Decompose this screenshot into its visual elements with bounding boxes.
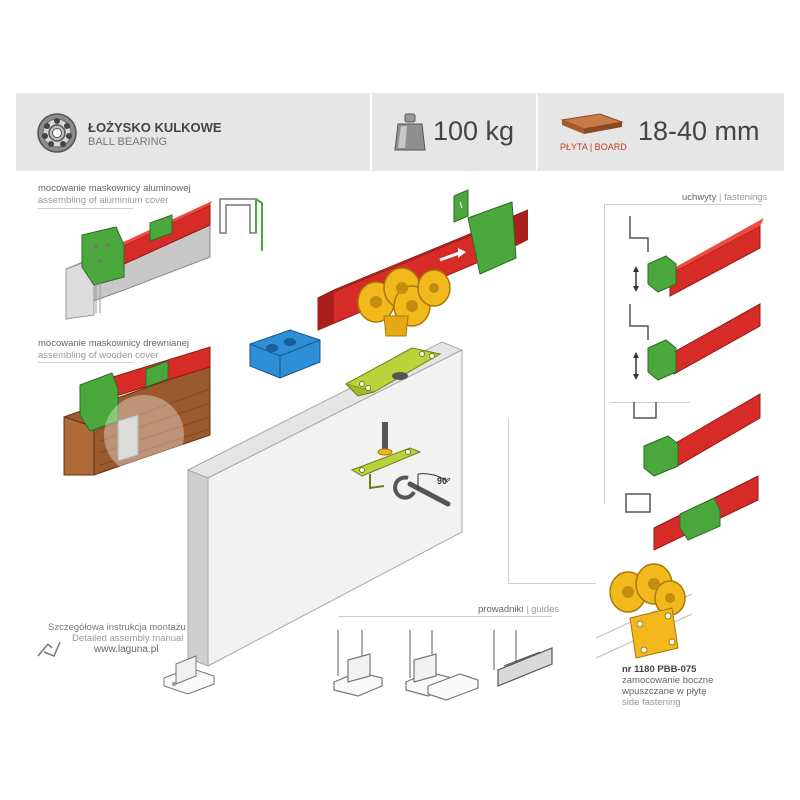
- top-fitting-plate: [344, 347, 442, 397]
- fastening-variant-3: [633, 393, 761, 477]
- label-underline: [38, 208, 133, 209]
- side-fastening-roller: [595, 563, 693, 659]
- side-fastening-en: side fastening: [622, 697, 681, 708]
- board-label: PŁYTA | BOARD: [560, 142, 627, 152]
- wooden-cover-label-en: assembling of wooden cover: [38, 350, 159, 361]
- product-code: nr 1180 PBB-075: [622, 664, 697, 675]
- side-fastening-pl-2: wpuszczane w płytę: [622, 686, 707, 697]
- board-icon: [560, 113, 624, 134]
- angle-label: 90°: [437, 476, 451, 486]
- weight-icon: [394, 113, 426, 151]
- floor-guide: [163, 655, 215, 695]
- aluminium-cover-label-en: assembling of aluminium cover: [38, 195, 169, 206]
- ball-bearing-icon: [37, 113, 77, 153]
- aluminium-profile-icon: [219, 198, 263, 251]
- header-divider: [370, 93, 372, 171]
- wooden-cover-assembly: [63, 346, 211, 476]
- fastenings-rule: [604, 204, 762, 205]
- guides-separator: |: [526, 604, 529, 615]
- stopper-block: [249, 329, 321, 379]
- guides-illustrations: [333, 630, 553, 701]
- tools-icon: [37, 641, 61, 657]
- header-divider: [536, 93, 538, 171]
- fastenings-label-pl: uchwyty: [682, 192, 717, 203]
- aluminium-cover-label-pl: mocowanie maskownicy aluminowej: [38, 183, 191, 194]
- fastenings-heading: uchwyty | fastenings: [682, 192, 767, 203]
- manual-label-pl: Szczegółowa instrukcja montażu: [48, 622, 186, 633]
- bolt-fitting: [350, 422, 451, 507]
- aluminium-cover-assembly: [65, 201, 212, 320]
- bearing-title: ŁOŻYSKO KULKOWE: [88, 120, 222, 135]
- weight-capacity: 100 kg: [433, 116, 515, 146]
- label-underline: [38, 362, 133, 363]
- fastening-variant-2: [629, 303, 761, 381]
- fastening-variant-4: [625, 475, 759, 551]
- fastenings-side-rule: [604, 204, 605, 504]
- fastenings-separator: |: [718, 192, 722, 203]
- bearing-subtitle: BALL BEARING: [88, 136, 168, 148]
- guides-rule: [338, 616, 552, 617]
- website-link[interactable]: www.laguna.pl: [94, 644, 159, 655]
- roller-carriage: [357, 267, 451, 337]
- guides-label-pl: prowadniki: [478, 604, 524, 615]
- side-fastening-pl-1: zamocowanie boczne: [622, 675, 714, 686]
- board-thickness: 18-40 mm: [638, 116, 760, 146]
- fastenings-label-en: fastenings: [724, 192, 768, 203]
- leader-line: [508, 418, 509, 583]
- fastening-variant-1: [629, 216, 764, 297]
- guides-heading: prowadniki | guides: [478, 604, 559, 615]
- manual-label-en: Detailed assembly manual: [72, 633, 184, 644]
- leader-line: [508, 583, 596, 584]
- guides-label-en: guides: [531, 604, 560, 615]
- ceiling-line: [610, 402, 690, 403]
- wooden-cover-label-pl: mocowanie maskownicy drewnianej: [38, 338, 190, 349]
